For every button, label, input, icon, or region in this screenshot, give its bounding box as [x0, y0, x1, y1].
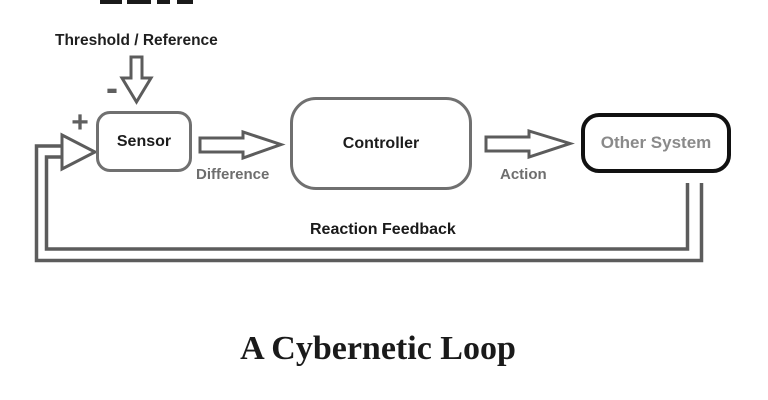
other-system-node-label: Other System: [600, 133, 712, 152]
right-arrow-difference-icon: [198, 129, 286, 161]
plus-sign: +: [71, 106, 89, 139]
sensor-node-label: Sensor: [116, 132, 172, 150]
action-label: Action: [500, 166, 547, 183]
reaction-feedback-label: Reaction Feedback: [310, 221, 456, 238]
cutoff-text-fragment: [100, 0, 193, 4]
minus-sign: -: [106, 67, 118, 108]
controller-node: Controller: [290, 97, 472, 190]
difference-label: Difference: [196, 166, 270, 183]
diagram-title: A Cybernetic Loop: [240, 330, 516, 367]
sensor-node: Sensor: [96, 111, 192, 172]
right-arrow-action-icon: [484, 128, 575, 160]
down-arrow-icon: [119, 55, 154, 105]
feedback-loop-path: [34, 144, 704, 263]
threshold-reference-label: Threshold / Reference: [55, 32, 218, 49]
other-system-node: Other System: [581, 113, 731, 173]
controller-node-label: Controller: [342, 134, 420, 152]
feedback-arrowhead-icon: [60, 132, 99, 172]
